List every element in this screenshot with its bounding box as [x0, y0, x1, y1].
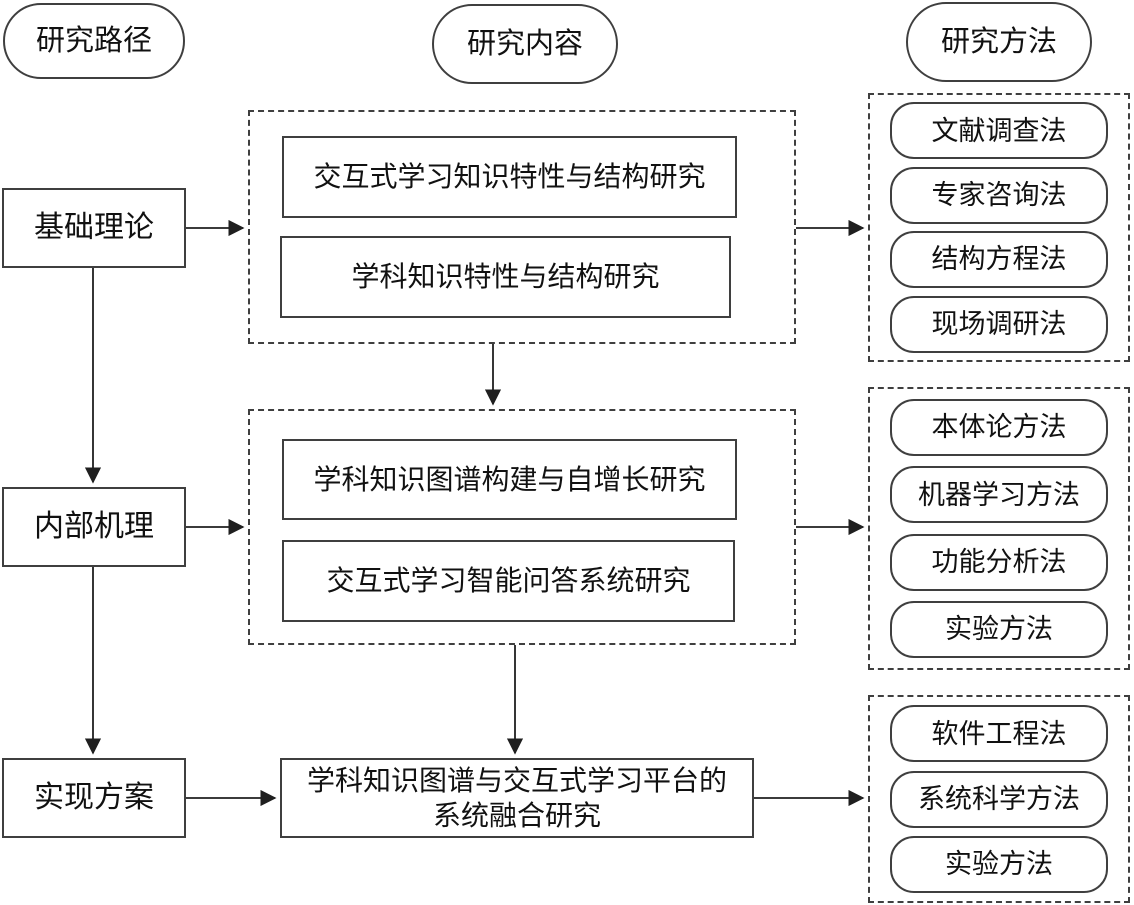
content-item-knowledge-graph-construction: 学科知识图谱构建与自增长研究 [282, 439, 737, 520]
header-research-path: 研究路径 [3, 3, 185, 79]
content-group-2: 学科知识图谱构建与自增长研究 交互式学习智能问答系统研究 [248, 409, 796, 645]
method-field-research: 现场调研法 [890, 295, 1108, 353]
method-software-engineering: 软件工程法 [890, 705, 1108, 763]
header-research-method: 研究方法 [906, 2, 1092, 82]
method-experiment-3: 实验方法 [890, 835, 1108, 893]
header-research-content: 研究内容 [432, 4, 618, 84]
method-machine-learning: 机器学习方法 [890, 466, 1108, 524]
stage-internal-mechanism: 内部机理 [2, 487, 186, 567]
method-group-2: 本体论方法 机器学习方法 功能分析法 实验方法 [868, 387, 1130, 670]
stage-basic-theory: 基础理论 [2, 188, 186, 268]
content-item-subject-knowledge-structure: 学科知识特性与结构研究 [280, 236, 731, 318]
method-functional-analysis: 功能分析法 [890, 533, 1108, 591]
content-item-intelligent-qa-system: 交互式学习智能问答系统研究 [282, 540, 735, 622]
method-ontology: 本体论方法 [890, 399, 1108, 457]
method-expert-consultation: 专家咨询法 [890, 166, 1108, 224]
content-item-interactive-knowledge-structure: 交互式学习知识特性与结构研究 [282, 136, 737, 218]
method-experiment-2: 实验方法 [890, 600, 1108, 658]
stage-implementation-plan: 实现方案 [2, 758, 186, 838]
method-structural-equation: 结构方程法 [890, 231, 1108, 289]
method-group-3: 软件工程法 系统科学方法 实验方法 [868, 695, 1130, 903]
method-systems-science: 系统科学方法 [890, 770, 1108, 828]
method-group-1: 文献调查法 专家咨询法 结构方程法 现场调研法 [868, 93, 1130, 362]
method-literature-survey: 文献调查法 [890, 102, 1108, 160]
content-group-1: 交互式学习知识特性与结构研究 学科知识特性与结构研究 [248, 110, 796, 344]
content-item-system-fusion: 学科知识图谱与交互式学习平台的 系统融合研究 [280, 758, 754, 838]
